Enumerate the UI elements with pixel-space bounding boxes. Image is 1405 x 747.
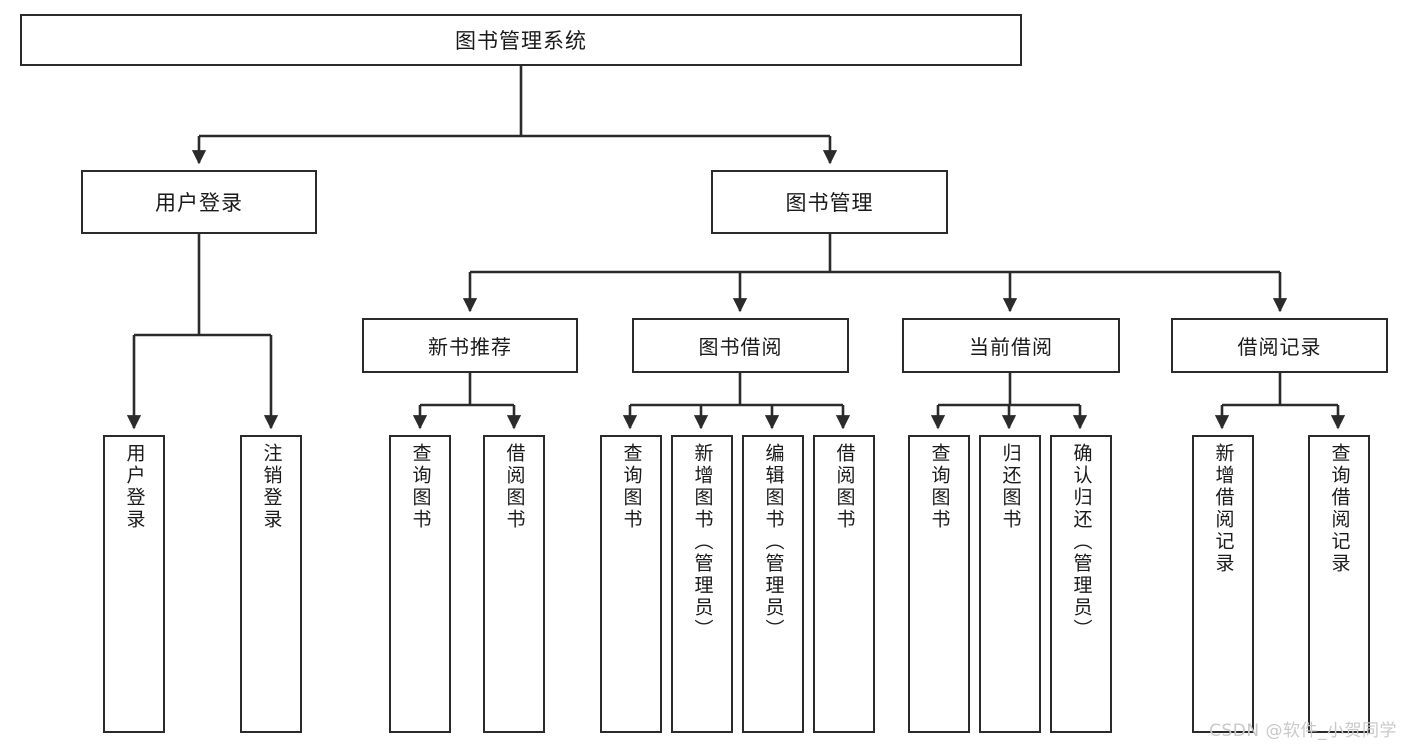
leaf-user-login-label: 用户登录 [123, 443, 146, 531]
node-root[interactable]: 图书管理系统 [20, 14, 1022, 66]
leaf-confirm-return-label: 确认归还（管理员） [1070, 443, 1093, 641]
node-book-management[interactable]: 图书管理 [711, 170, 948, 234]
leaf-confirm-return[interactable]: 确认归还（管理员） [1050, 435, 1112, 733]
leaf-return-book[interactable]: 归还图书 [979, 435, 1041, 733]
leaf-logout-login-label: 注销登录 [260, 443, 283, 531]
node-new-book-recommend-label: 新书推荐 [428, 335, 512, 359]
node-borrow-record-label: 借阅记录 [1237, 335, 1322, 359]
leaf-query-book-2-label: 查询图书 [620, 443, 643, 531]
node-current-borrow[interactable]: 当前借阅 [902, 318, 1120, 373]
leaf-borrow-book-1-label: 借阅图书 [503, 443, 526, 531]
node-book-management-label: 图书管理 [785, 191, 874, 215]
leaf-edit-book-label: 编辑图书（管理员） [762, 443, 785, 641]
leaf-logout-login[interactable]: 注销登录 [240, 435, 302, 733]
node-user-login[interactable]: 用户登录 [81, 170, 317, 234]
leaf-add-book-label: 新增图书（管理员） [691, 443, 714, 641]
leaf-borrow-book-1[interactable]: 借阅图书 [483, 435, 545, 733]
node-root-label: 图书管理系统 [455, 29, 587, 53]
leaf-add-record-label: 新增借阅记录 [1212, 443, 1235, 575]
node-book-borrow-label: 图书借阅 [698, 335, 783, 359]
node-user-login-label: 用户登录 [155, 191, 243, 215]
leaf-user-login[interactable]: 用户登录 [103, 435, 165, 733]
node-current-borrow-label: 当前借阅 [969, 335, 1053, 359]
node-new-book-recommend[interactable]: 新书推荐 [362, 318, 578, 373]
leaf-query-book-2[interactable]: 查询图书 [600, 435, 662, 733]
leaf-query-book-1-label: 查询图书 [409, 443, 432, 531]
leaf-add-record[interactable]: 新增借阅记录 [1192, 435, 1254, 733]
node-borrow-record[interactable]: 借阅记录 [1171, 318, 1388, 373]
leaf-query-book-1[interactable]: 查询图书 [389, 435, 451, 733]
leaf-edit-book[interactable]: 编辑图书（管理员） [742, 435, 804, 733]
watermark: CSDN @软件_小贺同学 [1209, 721, 1397, 741]
node-book-borrow[interactable]: 图书借阅 [632, 318, 849, 373]
leaf-query-book-3-label: 查询图书 [928, 443, 951, 531]
leaf-query-book-3[interactable]: 查询图书 [908, 435, 970, 733]
leaf-query-record-label: 查询借阅记录 [1328, 443, 1351, 575]
leaf-return-book-label: 归还图书 [999, 443, 1022, 531]
leaf-borrow-book-2[interactable]: 借阅图书 [813, 435, 875, 733]
leaf-add-book[interactable]: 新增图书（管理员） [671, 435, 733, 733]
leaf-borrow-book-2-label: 借阅图书 [833, 443, 856, 531]
leaf-query-record[interactable]: 查询借阅记录 [1308, 435, 1370, 733]
